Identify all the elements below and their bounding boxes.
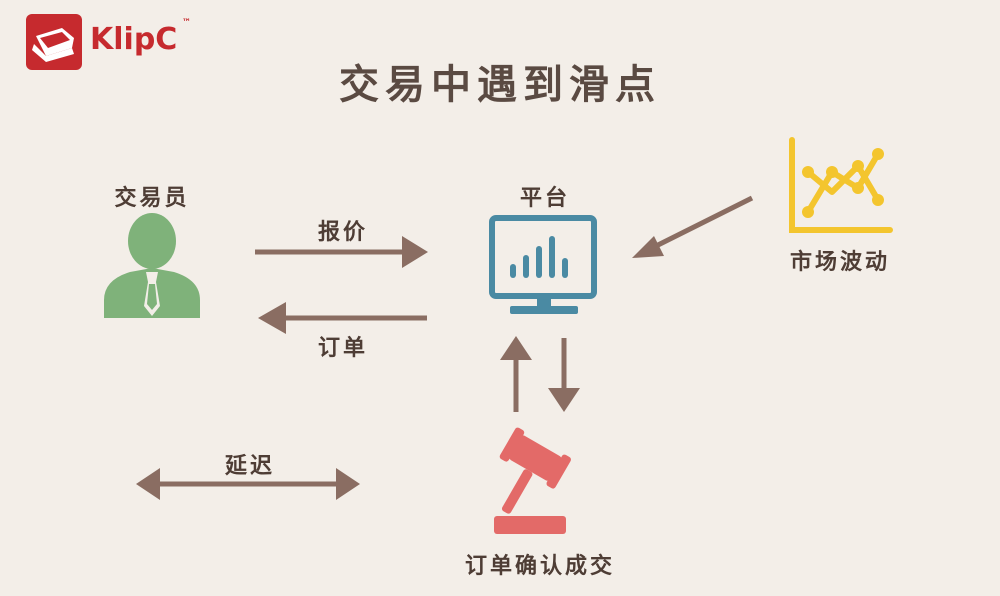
quote-arrow — [255, 236, 428, 268]
delay-label: 延迟 — [224, 454, 275, 479]
quote-label: 报价 — [317, 220, 368, 245]
up-arrow — [500, 336, 532, 412]
delay-arrow — [136, 468, 360, 500]
order-arrow — [258, 302, 427, 334]
down-arrow — [548, 338, 580, 412]
order-label: 订单 — [317, 336, 368, 361]
trader-icon — [104, 213, 200, 318]
market-arrow — [632, 195, 754, 258]
line-chart-icon — [789, 137, 893, 233]
brand-trademark: ™ — [182, 18, 191, 28]
trader-label: 交易员 — [114, 186, 190, 211]
monitor-chart-icon — [489, 215, 597, 314]
confirm-label: 订单确认成交 — [464, 554, 615, 579]
gavel-icon — [494, 427, 571, 534]
brand-logo — [26, 14, 82, 70]
platform-label: 平台 — [519, 186, 570, 211]
brand-logo-mark-icon — [32, 28, 74, 62]
brand-name: KlipC — [90, 22, 178, 57]
page-title: 交易中遇到滑点 — [339, 62, 661, 108]
market-label: 市场波动 — [789, 250, 890, 275]
